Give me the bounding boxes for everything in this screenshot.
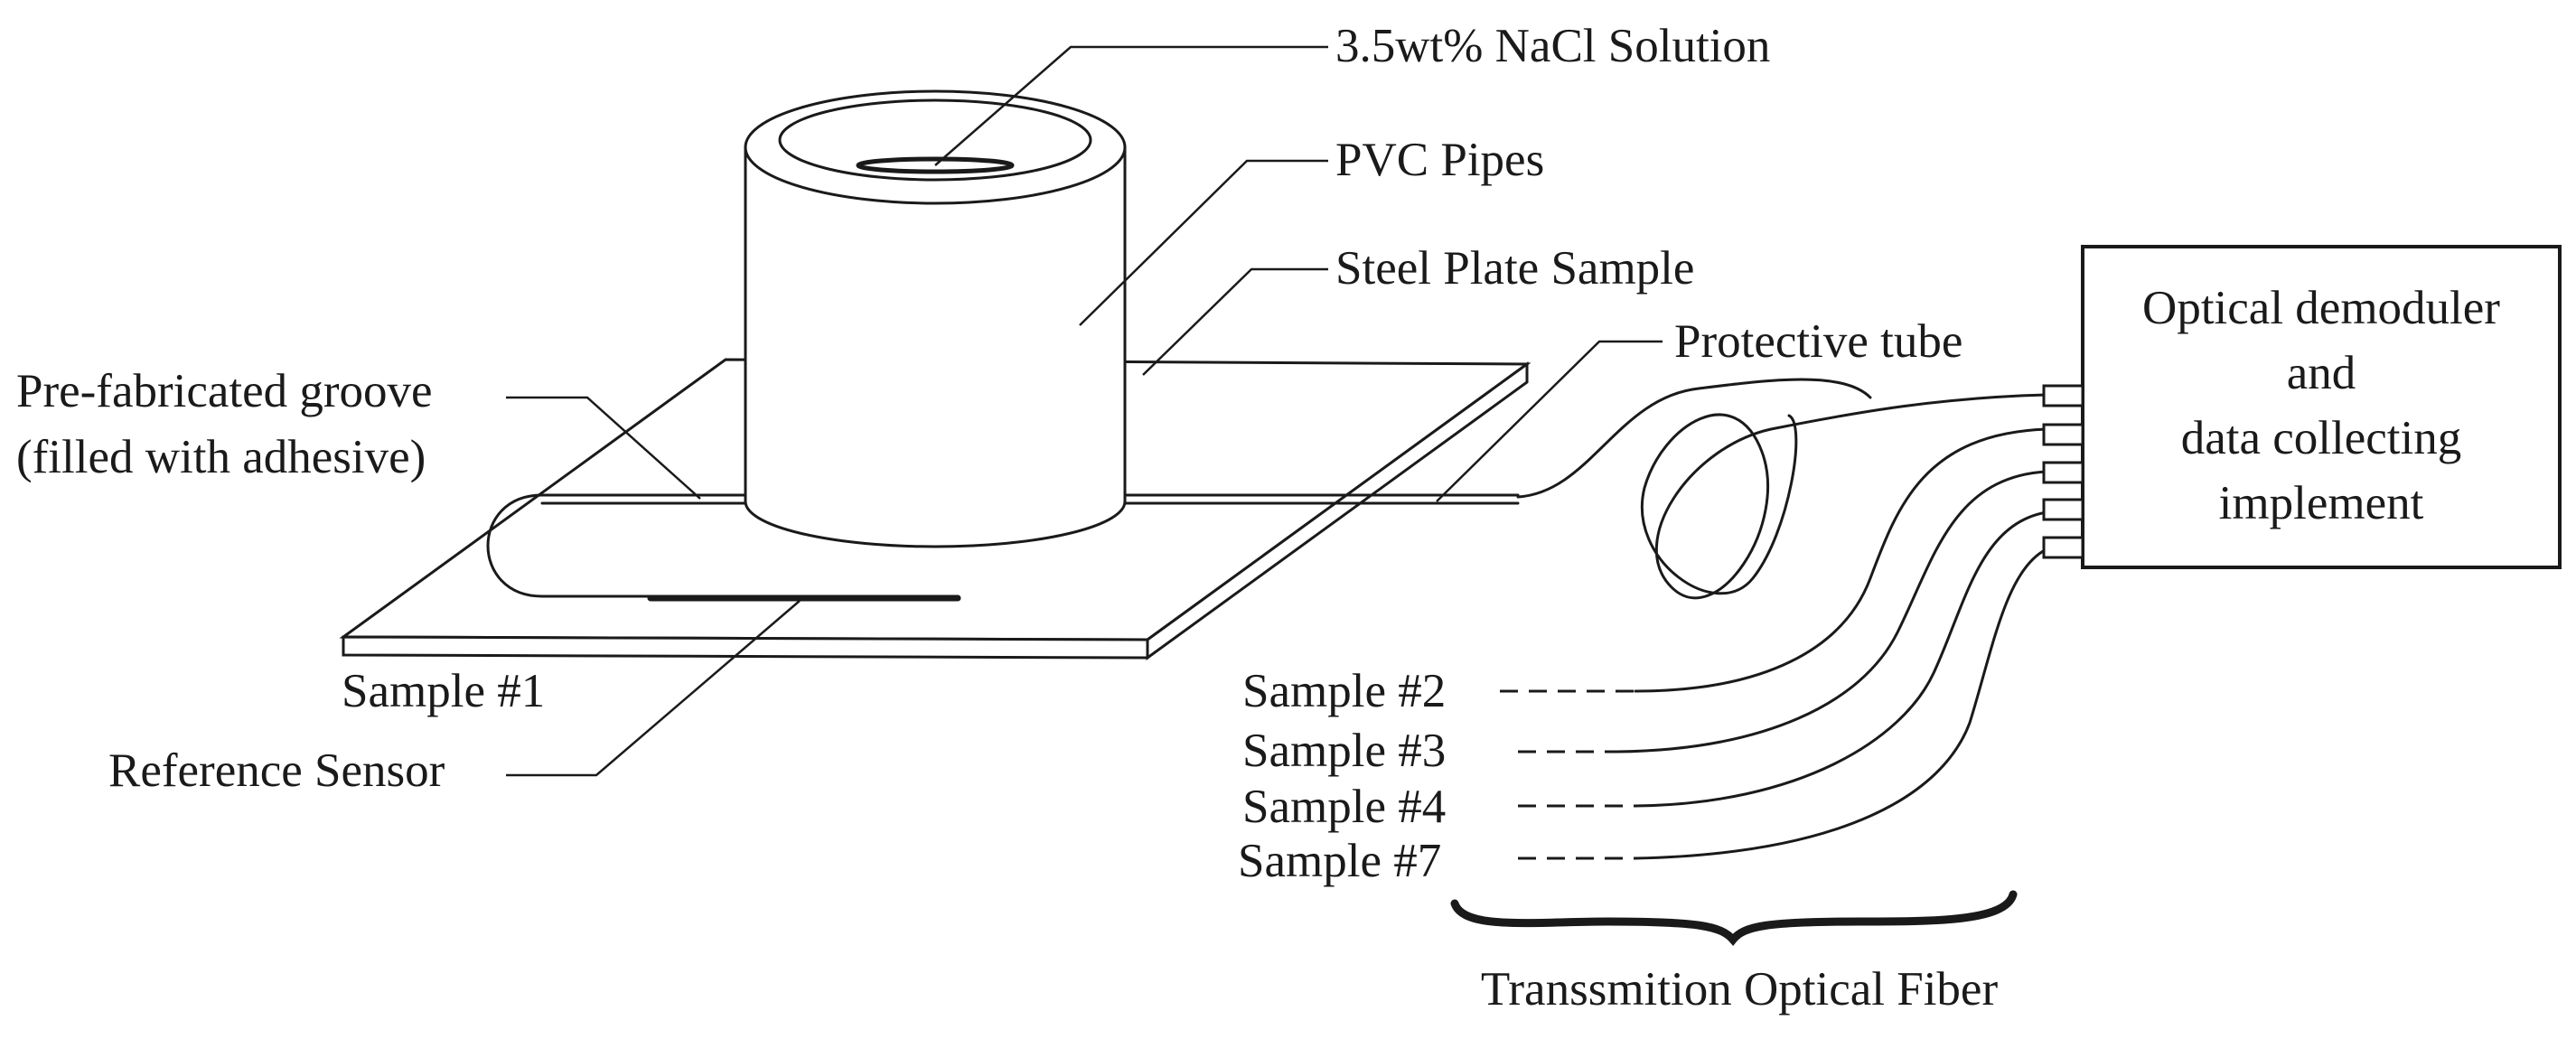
port-4	[2042, 498, 2084, 521]
sample-7-label: Sample #7	[1238, 835, 1441, 887]
groove-label-line1: Pre-fabricated groove	[16, 365, 433, 417]
sample-3-label: Sample #3	[1242, 725, 1446, 777]
nacl-solution-surface	[856, 156, 1015, 174]
pvc-pipes-label: PVC Pipes	[1335, 134, 1544, 186]
port-3	[2042, 461, 2084, 484]
transmission-fiber-brace	[1450, 890, 2018, 947]
box-label-line1: Optical demoduler	[2142, 282, 2500, 334]
steel-plate-label: Steel Plate Sample	[1335, 242, 1694, 295]
reference-sensor-label: Reference Sensor	[108, 744, 445, 797]
pvc-pipe	[744, 89, 1127, 548]
optical-demodulator-box: Optical demoduler and data collecting im…	[2042, 245, 2562, 569]
port-2	[2042, 423, 2084, 446]
box-label-line4: implement	[2219, 477, 2424, 529]
sample-1-label: Sample #1	[342, 665, 545, 717]
box-label-line2: and	[2287, 347, 2356, 399]
protective-tube-label: Protective tube	[1674, 315, 1962, 368]
transmission-fiber-label: Transsmition Optical Fiber	[1481, 963, 1999, 1016]
sample-4-label: Sample #4	[1242, 781, 1446, 833]
sample-leads	[1500, 689, 1635, 860]
port-5	[2042, 536, 2084, 559]
groove-label-line2: (filled with adhesive)	[16, 431, 426, 483]
protective-tube-fiber	[1516, 378, 2048, 600]
transmission-fibers	[1616, 427, 2048, 860]
port-1	[2042, 384, 2084, 407]
box-label-line3: data collecting	[2181, 412, 2462, 464]
sample-2-label: Sample #2	[1242, 665, 1446, 717]
nacl-solution-label: 3.5wt% NaCl Solution	[1335, 20, 1770, 72]
leader-lines	[506, 45, 1663, 777]
